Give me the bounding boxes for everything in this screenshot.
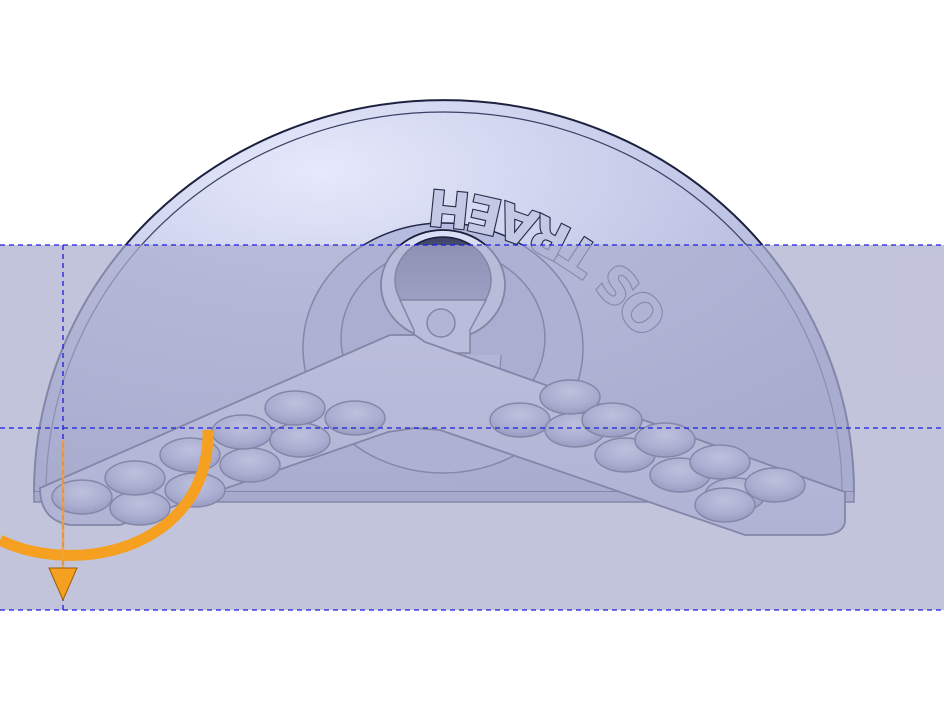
down-arrow-icon [48,567,78,602]
rotation-manipulator[interactable] [0,429,214,602]
guide-lines [0,244,944,611]
